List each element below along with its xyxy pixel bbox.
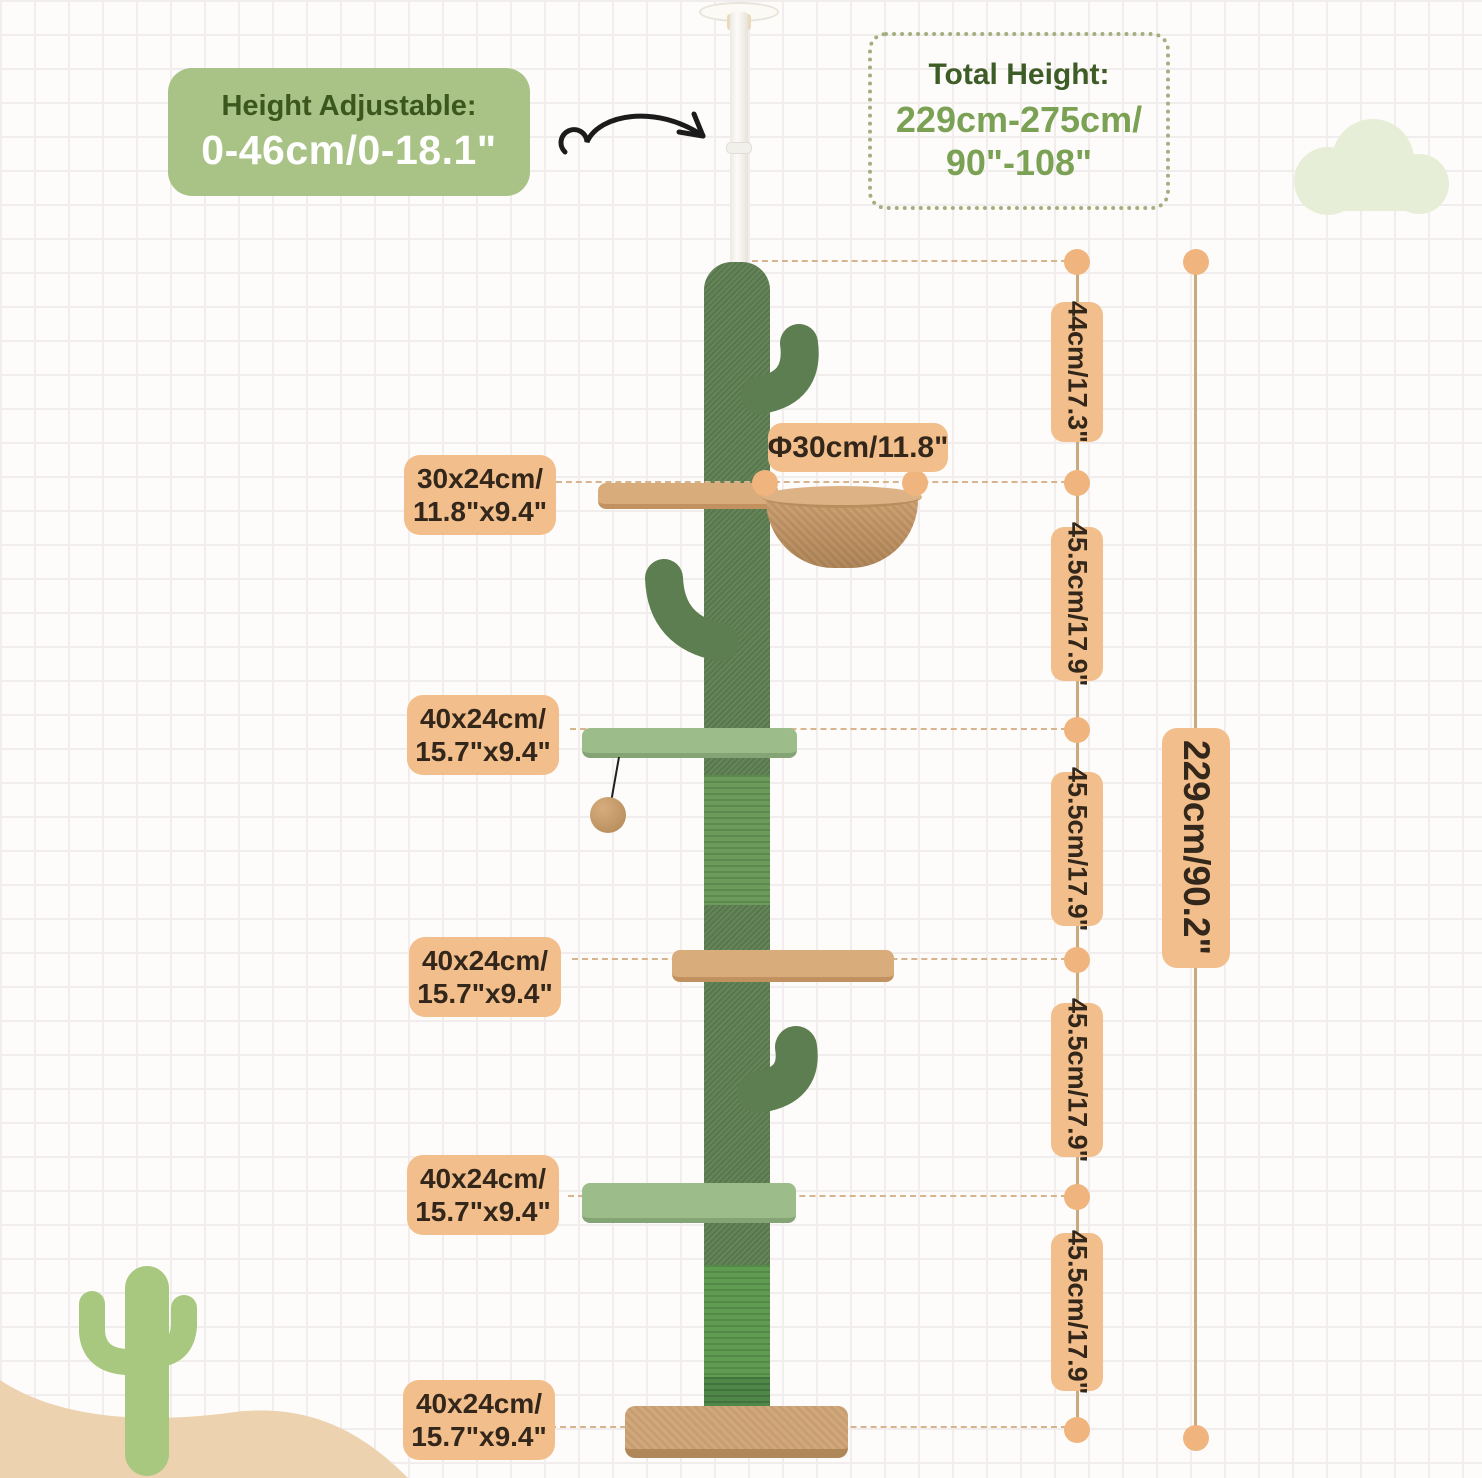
height-segment-label: 45.5cm/17.9"	[1051, 522, 1103, 686]
sand-dune	[0, 1380, 408, 1478]
scratching-post-sisal-mid	[704, 775, 770, 905]
toy-ball	[590, 797, 626, 833]
platform-size-label: 40x24cm/ 15.7"x9.4"	[403, 1380, 555, 1460]
hammock-board	[598, 483, 778, 509]
label-in: 15.7"x9.4"	[415, 1196, 551, 1227]
base-board	[625, 1406, 848, 1458]
measure-dot	[1064, 947, 1090, 973]
height-segment-label: 45.5cm/17.9"	[1051, 998, 1103, 1162]
measure-dot	[752, 470, 778, 496]
height-adjustable-value: 0-46cm/0-18.1"	[201, 127, 497, 173]
platform-size-label: 40x24cm/ 15.7"x9.4"	[409, 937, 561, 1017]
hammock-rim	[762, 486, 922, 508]
label-cm: 30x24cm/	[416, 462, 544, 494]
total-height-range-in: 90"-108"	[945, 142, 1093, 183]
cactus-arm-left	[645, 559, 739, 661]
total-height-range-cm: 229cm-275cm/	[895, 98, 1143, 140]
label-cm: 40x24cm/	[415, 1387, 543, 1419]
dashed-connector	[752, 260, 1077, 262]
height-segment-label: 44cm/17.3"	[1051, 301, 1103, 443]
measure-dot	[1183, 1425, 1209, 1451]
platform-2	[582, 728, 797, 758]
cactus-arms	[645, 324, 819, 1113]
measure-dot	[1064, 249, 1090, 275]
label-in: 15.7"x9.4"	[415, 736, 551, 767]
scratching-post-plush-top	[704, 262, 770, 775]
pole-adjuster-collar	[726, 142, 752, 154]
platform-3	[672, 950, 894, 982]
platform-size-label: 40x24cm/ 15.7"x9.4"	[407, 1155, 559, 1235]
measure-dot	[1064, 470, 1090, 496]
platform-4	[582, 1183, 796, 1223]
height-segment-label: 45.5cm/17.9"	[1051, 767, 1103, 931]
measure-dot	[1064, 717, 1090, 743]
label-in: 15.7"x9.4"	[417, 978, 553, 1009]
desert-cactus-icon	[79, 1266, 197, 1476]
label-cm: 40x24cm/	[419, 1162, 547, 1194]
total-height-label: 229cm/90.2"	[1162, 728, 1230, 968]
height-adjustable-badge: Height Adjustable: 0-46cm/0-18.1"	[168, 68, 530, 196]
measure-dot	[1064, 1417, 1090, 1443]
measure-dot	[1183, 249, 1209, 275]
height-adjustable-title: Height Adjustable:	[221, 90, 477, 122]
dashed-connector	[568, 1195, 1077, 1197]
dashed-connector	[570, 728, 1077, 730]
label-cm: 40x24cm/	[421, 944, 549, 976]
cactus-arm-upper-right	[741, 324, 819, 414]
scratching-post-sisal-low	[704, 1265, 770, 1377]
platform-size-label: 40x24cm/ 15.7"x9.4"	[407, 695, 559, 775]
tension-pole	[730, 12, 748, 264]
dashed-connector	[556, 481, 1077, 483]
height-segment-label: 45.5cm/17.9"	[1051, 1230, 1103, 1394]
platform-size-label: 30x24cm/ 11.8"x9.4"	[404, 455, 556, 535]
total-height-box: Total Height: 229cm-275cm/ 90"-108"	[868, 32, 1170, 210]
curved-arrow-icon	[558, 111, 706, 155]
hammock-diameter-label: Φ30cm/11.8"	[768, 423, 948, 472]
label-in: 15.7"x9.4"	[411, 1421, 547, 1452]
cloud-icon	[1294, 119, 1449, 215]
measure-dot	[902, 470, 928, 496]
label-in: 11.8"x9.4"	[413, 496, 547, 527]
label-cm: 40x24cm/	[419, 702, 547, 734]
measure-dot	[1064, 1184, 1090, 1210]
cactus-arm-lower-right	[737, 1026, 818, 1113]
total-height-title: Total Height:	[928, 57, 1110, 91]
